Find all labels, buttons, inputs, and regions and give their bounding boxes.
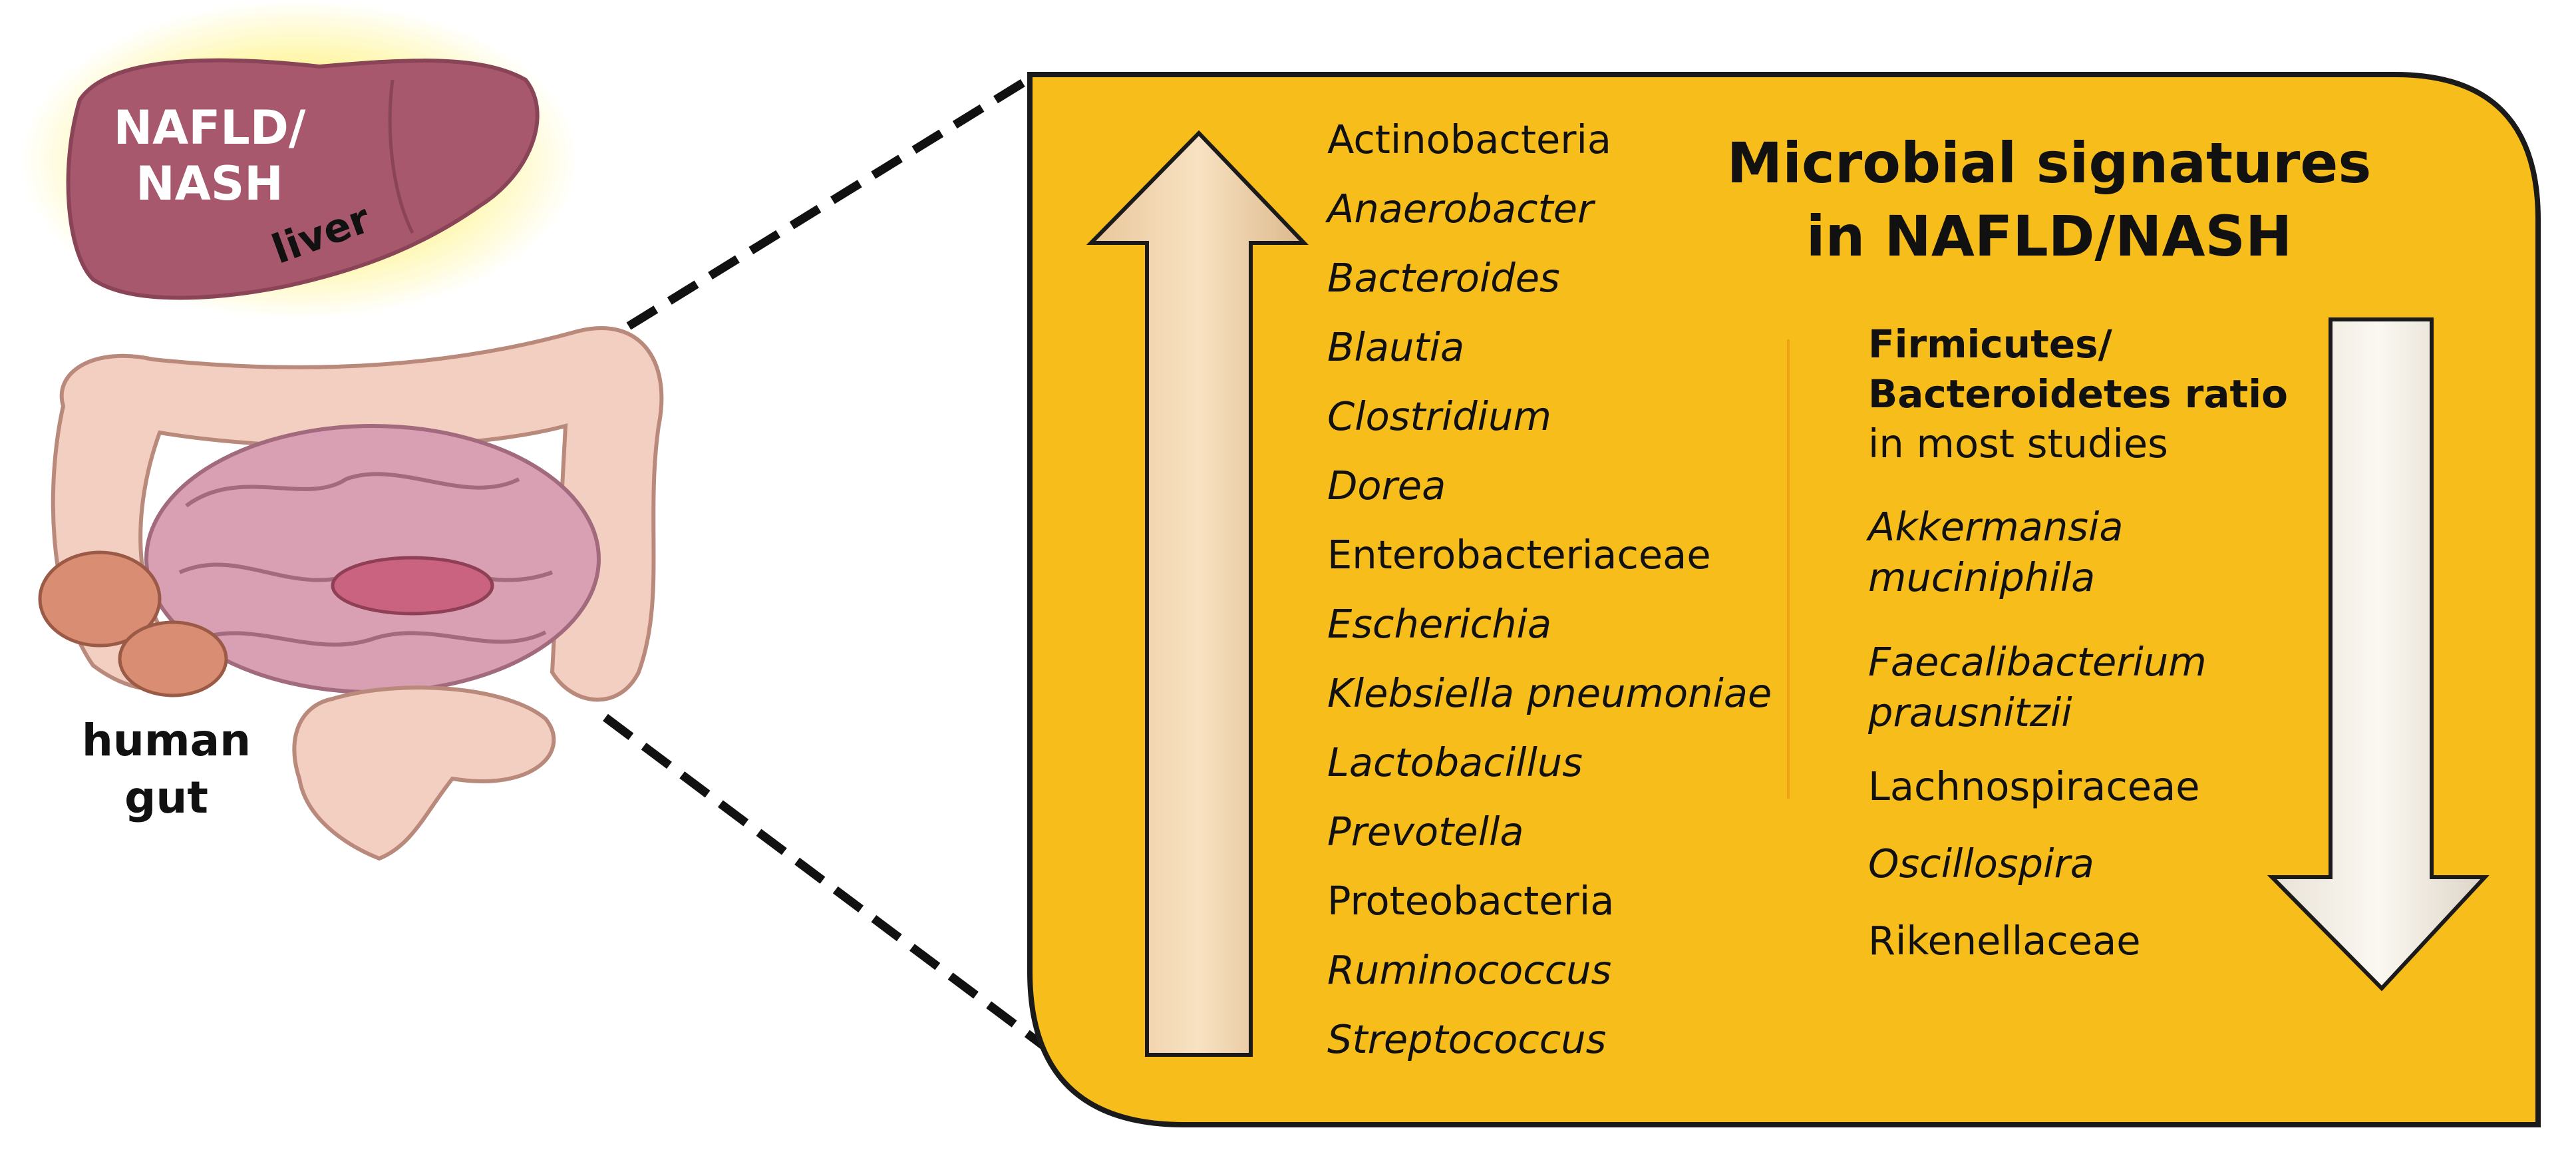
- down-arrow-icon: [2267, 317, 2490, 992]
- panel-title-line2: in NAFLD/NASH: [1806, 204, 2293, 269]
- up-arrow-icon: [1086, 130, 1309, 1057]
- decreased-lachnospiraceae: Lachnospiraceae: [1868, 763, 2200, 809]
- gut-illustration: [38, 326, 664, 861]
- connector-lines: [603, 75, 1080, 1075]
- panel-title-line1: Microbial signatures: [1726, 130, 2372, 196]
- decreased-faecalibacterium-line1: Faecalibacterium: [1868, 639, 2207, 685]
- gut-caption-line1: human: [81, 715, 251, 766]
- increased-item: Enterobacteriaceae: [1327, 532, 1711, 578]
- liver-illustration: [20, 0, 579, 319]
- panel-title: Microbial signatures in NAFLD/NASH: [1650, 126, 2448, 273]
- increased-item: Escherichia: [1327, 601, 1552, 647]
- decreased-akkermansia-line2: muciniphila: [1868, 554, 2096, 600]
- increased-item: Blautia: [1327, 324, 1465, 370]
- signature-panel: [1027, 72, 2541, 1127]
- increased-item: Proteobacteria: [1327, 878, 1615, 924]
- increased-item: Lactobacillus: [1327, 739, 1583, 785]
- increased-item: Prevotella: [1327, 809, 1524, 855]
- decreased-faecalibacterium-line2: prausnitzii: [1868, 689, 2072, 735]
- gut-caption-line2: gut: [124, 772, 208, 823]
- decreased-rikenellaceae: Rikenellaceae: [1868, 918, 2141, 964]
- increased-item: Clostridium: [1327, 393, 1551, 439]
- liver-label-line2: NASH: [136, 156, 283, 211]
- decreased-akkermansia-line1: Akkermansia: [1868, 504, 2124, 550]
- increased-item: Klebsiella pneumoniae: [1327, 670, 1772, 716]
- increased-item: Actinobacteria: [1327, 116, 1612, 162]
- decreased-ratio-line1: Firmicutes/: [1868, 321, 2112, 367]
- increased-item: Anaerobacter: [1327, 186, 1594, 232]
- liver-label: NAFLD/ NASH: [100, 100, 319, 212]
- decreased-oscillospira: Oscillospira: [1868, 841, 2094, 886]
- increased-item: Streptococcus: [1327, 1016, 1607, 1062]
- decreased-ratio-line3: in most studies: [1868, 421, 2168, 467]
- increased-item: Ruminococcus: [1327, 947, 1612, 993]
- increased-item: Dorea: [1327, 463, 1446, 508]
- decreased-ratio-line2: Bacteroidetes ratio: [1868, 371, 2288, 417]
- liver-label-line1: NAFLD/: [113, 100, 306, 155]
- gut-caption: human gut: [67, 712, 266, 827]
- increased-item: Bacteroides: [1327, 255, 1560, 301]
